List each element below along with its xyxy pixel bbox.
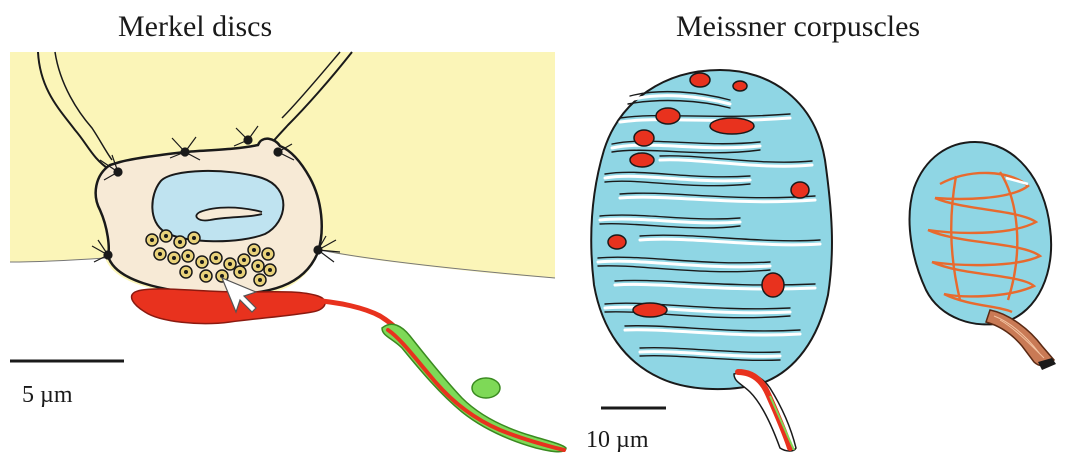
indicator-arrow [220,276,258,314]
meissner-corpuscle-illustration [590,68,1056,452]
merkel-disc-title: Merkel discs [118,10,273,43]
meissner-afferent-green-edge [769,395,795,451]
granule-cores [150,234,272,282]
lamellae-outlines [597,90,821,362]
spiral-axon [927,171,1043,314]
small-corpuscle-afferent-tip [1038,358,1056,370]
epidermis-base-line-right [319,249,556,279]
cell-boundary-left [37,51,111,171]
spine-processes [91,125,341,263]
axon-inside-sheath [386,328,566,452]
small-corpuscle-afferent-stripes [993,315,1045,359]
lamellar-cell-nuclei [607,72,810,318]
cell-boundary-right-inner [281,51,341,119]
schwann-nucleus [471,377,501,399]
meissner-corpuscle-title: Meissner corpuscles [676,10,921,43]
scale-bar-5um-label: 5 µm [22,382,73,408]
cell-boundary-left-inner [54,51,113,161]
merkel-disc-illustration [9,51,567,453]
spiral-highlight [1005,176,1029,186]
merkel-nucleus [151,169,285,243]
schwann-sheath [381,323,567,453]
meissner-corpuscle-large [590,68,833,391]
nucleus-cleft [195,206,263,222]
epidermis-base-line [9,257,106,263]
scale-bar-10um-label: 10 µm [586,427,649,453]
meissner-afferent-sheath [733,372,797,452]
lamellae [596,94,822,358]
meissner-afferent-axon [735,369,793,451]
